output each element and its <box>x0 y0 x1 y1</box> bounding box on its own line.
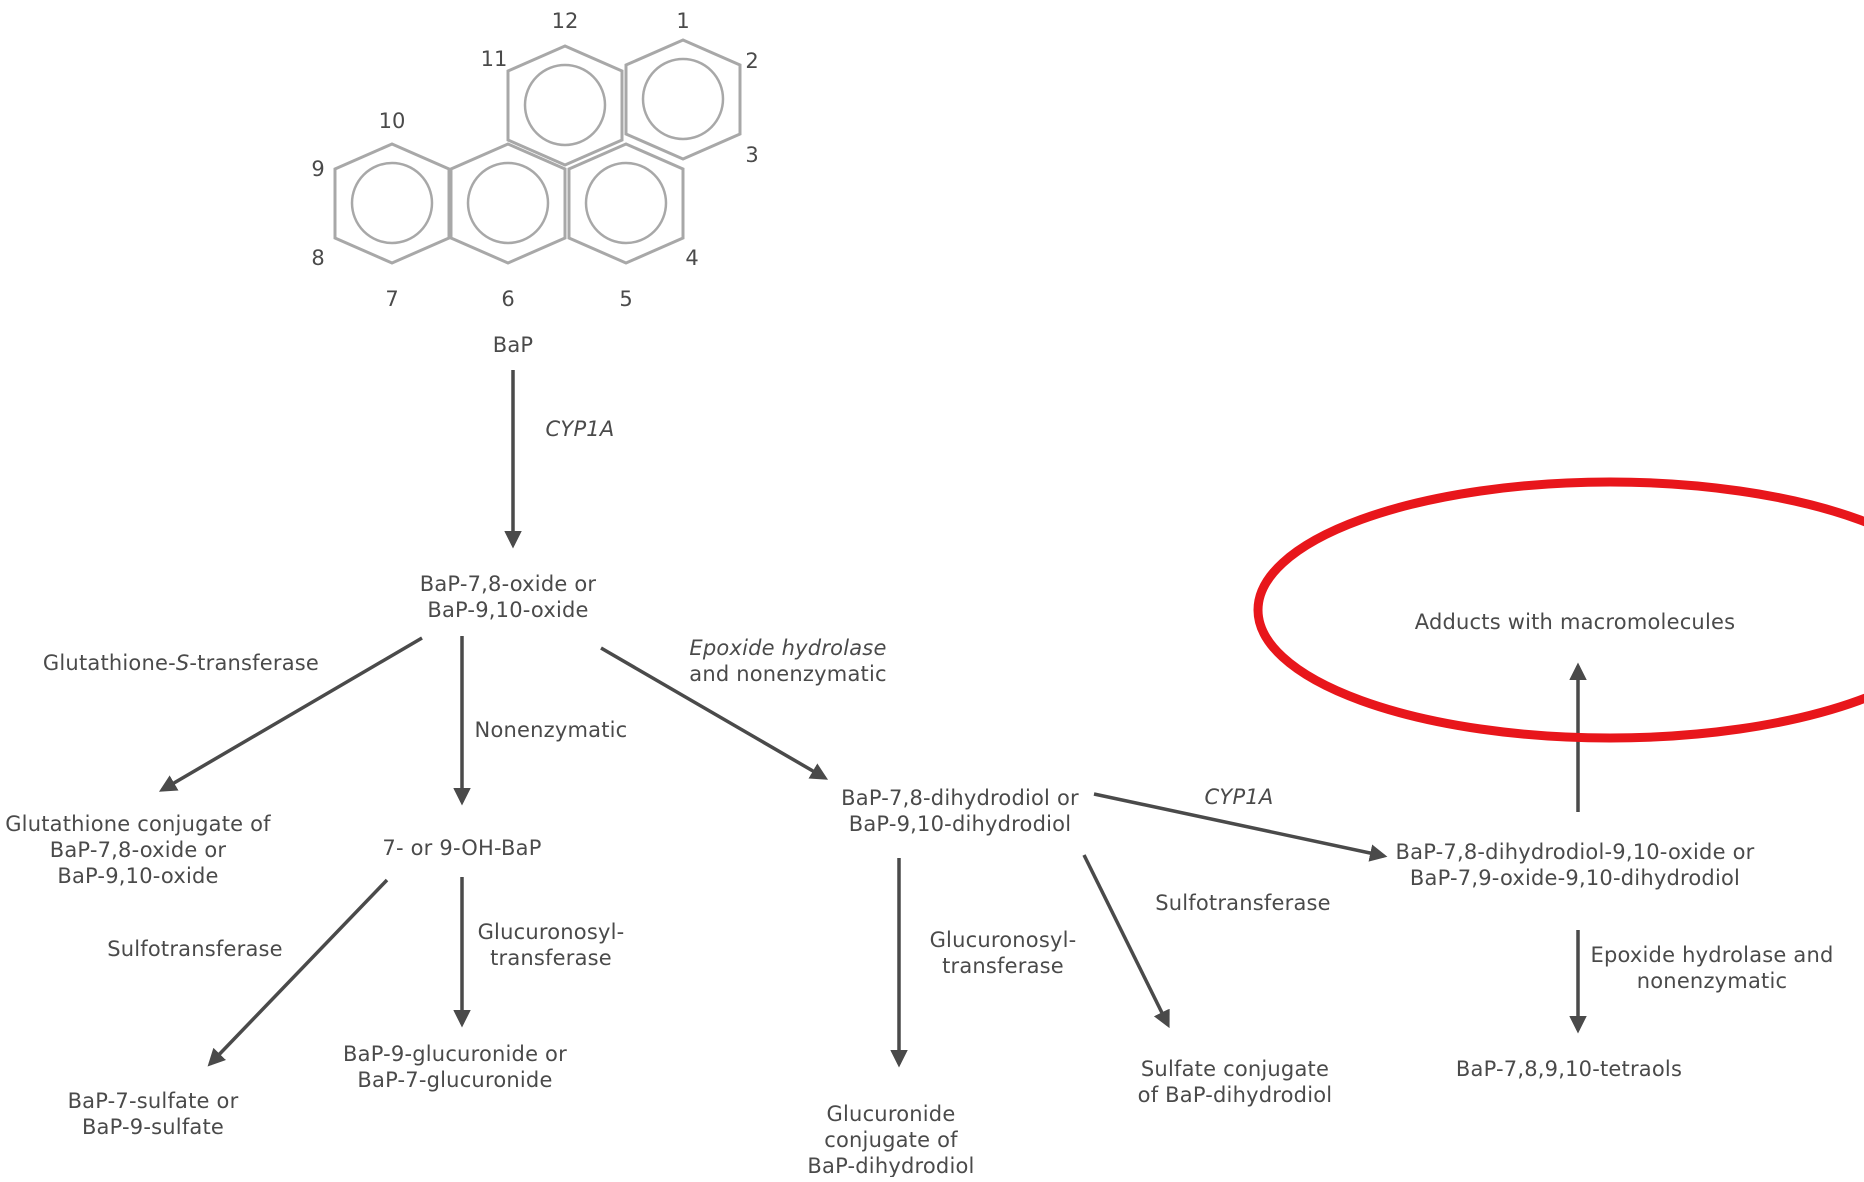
arrow-dihydrodiol-to-sulfate-conjugate <box>1082 854 1170 1029</box>
position-6: 6 <box>501 287 514 311</box>
node-glucuronide-line1: BaP-9-glucuronide or <box>343 1042 567 1066</box>
ring-right <box>567 142 685 265</box>
position-7: 7 <box>385 287 398 311</box>
enzyme-sulfotransferase-right: Sulfotransferase <box>1155 891 1331 915</box>
enzyme-nonenzymatic: Nonenzymatic <box>475 718 628 742</box>
node-gsh-conjugate-line2: BaP-7,8-oxide or <box>50 838 227 862</box>
ring-top-right <box>624 38 742 161</box>
position-1: 1 <box>676 9 689 33</box>
node-oxide-line1: BaP-7,8-oxide or <box>420 572 597 596</box>
position-12: 12 <box>552 9 579 33</box>
enzyme-glucuronosyl-right-line1: Glucuronosyl- <box>930 928 1077 952</box>
position-11: 11 <box>481 47 508 71</box>
node-dihydrodiol-line2: BaP-9,10-dihydrodiol <box>849 812 1072 836</box>
ring-middle <box>449 142 567 265</box>
node-gsh-conjugate-line3: BaP-9,10-oxide <box>57 864 218 888</box>
node-diol-epoxide-line1: BaP-7,8-dihydrodiol-9,10-oxide or <box>1396 840 1755 864</box>
arrow-oxide-to-gsh-conjugate <box>158 636 423 792</box>
ring-left <box>333 142 451 265</box>
arrow-oxide-to-dihydrodiol <box>600 646 829 780</box>
bap-label: BaP <box>493 333 534 357</box>
enzyme-glucuronosyl-right-line2: transferase <box>942 954 1064 978</box>
arrow-dihydrodiol-to-diol-epoxide <box>1093 792 1388 862</box>
node-sulfate-conjugate-line1: Sulfate conjugate <box>1141 1057 1329 1081</box>
position-2: 2 <box>745 49 758 73</box>
node-tetraols: BaP-7,8,9,10-tetraols <box>1456 1057 1682 1081</box>
enzyme-and-nonenzymatic: and nonenzymatic <box>689 662 886 686</box>
highlight-ellipse <box>1253 477 1864 743</box>
enzyme-glutathione-s-transferase: Glutathione-S-transferase <box>43 651 319 675</box>
position-5: 5 <box>619 287 632 311</box>
enzyme-epoxide-hydrolase: Epoxide hydrolase <box>689 636 886 660</box>
enzyme-epoxide-hydrolase-2-line2: nonenzymatic <box>1637 969 1788 993</box>
node-glucuronide-line2: BaP-7-glucuronide <box>357 1068 552 1092</box>
node-glucuronide-conjugate-line2: conjugate of <box>824 1128 958 1152</box>
node-adducts: Adducts with macromolecules <box>1415 610 1736 634</box>
arrows <box>158 370 1587 1068</box>
enzyme-glucuronosyl-left-line2: transferase <box>490 946 612 970</box>
node-oh-bap: 7- or 9-OH-BaP <box>382 836 541 860</box>
enzyme-labels: CYP1A Glutathione-S-transferase Nonenzym… <box>43 417 1833 993</box>
metabolite-labels: BaP-7,8-oxide or BaP-9,10-oxide Glutathi… <box>5 572 1755 1178</box>
enzyme-sulfotransferase-left: Sulfotransferase <box>107 937 283 961</box>
node-glucuronide-conjugate-line3: BaP-dihydrodiol <box>807 1154 974 1177</box>
bap-structure: 1 2 3 4 5 6 7 8 9 10 11 12 BaP <box>311 9 758 357</box>
node-sulfate-line2: BaP-9-sulfate <box>82 1115 224 1139</box>
position-3: 3 <box>745 143 758 167</box>
ring-top-left <box>506 44 624 167</box>
arrow-oh-bap-to-sulfate <box>207 878 389 1067</box>
position-4: 4 <box>685 246 698 270</box>
node-glucuronide-conjugate-line1: Glucuronide <box>827 1102 956 1126</box>
node-diol-epoxide-line2: BaP-7,9-oxide-9,10-dihydrodiol <box>1410 866 1740 890</box>
enzyme-cyp1a-first: CYP1A <box>546 417 615 441</box>
node-sulfate-conjugate-line2: of BaP-dihydrodiol <box>1138 1083 1333 1107</box>
position-8: 8 <box>311 246 324 270</box>
node-oxide-line2: BaP-9,10-oxide <box>427 598 588 622</box>
node-dihydrodiol-line1: BaP-7,8-dihydrodiol or <box>841 786 1079 810</box>
enzyme-cyp1a-second: CYP1A <box>1205 785 1274 809</box>
node-gsh-conjugate-line1: Glutathione conjugate of <box>5 812 271 836</box>
enzyme-glucuronosyl-left-line1: Glucuronosyl- <box>478 920 625 944</box>
enzyme-epoxide-hydrolase-2-line1: Epoxide hydrolase and <box>1590 943 1833 967</box>
position-9: 9 <box>311 157 324 181</box>
node-sulfate-line1: BaP-7-sulfate or <box>68 1089 239 1113</box>
position-10: 10 <box>379 109 406 133</box>
